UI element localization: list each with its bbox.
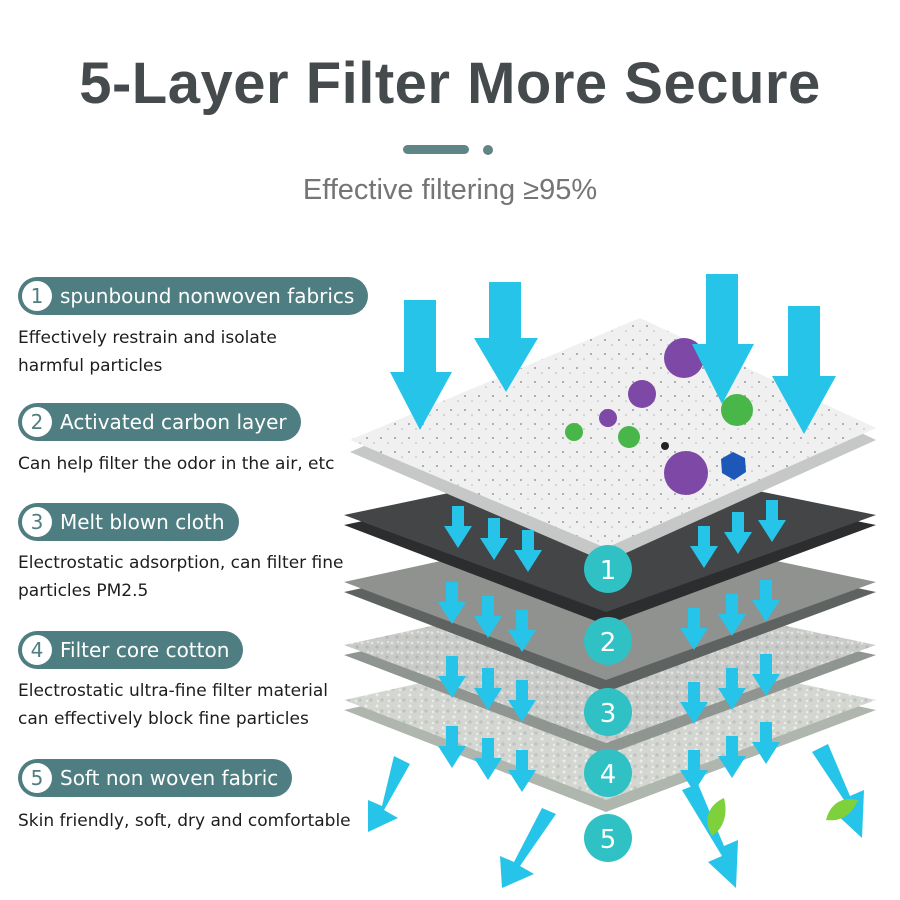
down-arrow-icon [474, 738, 502, 780]
particle-icon [618, 426, 640, 448]
down-arrow-icon [690, 526, 718, 568]
down-arrow-icon [682, 784, 738, 888]
layer-label-3: 3 Melt blown cloth [18, 503, 239, 541]
down-arrow-icon [438, 726, 466, 768]
particle-icon [664, 451, 708, 495]
down-arrow-icon [444, 506, 472, 548]
particle-icon [599, 409, 617, 427]
layer-number-badge: 2 [22, 407, 52, 437]
down-arrow-icon [480, 518, 508, 560]
down-arrow-icon [474, 668, 502, 710]
particle-icon [661, 442, 669, 450]
layer-description-4: Electrostatic ultra-fine filter material… [18, 677, 328, 733]
layer-label-1: 1 spunbound nonwoven fabrics [18, 277, 369, 315]
down-arrow-icon [812, 744, 864, 838]
inflow-arrows [390, 274, 836, 434]
down-arrow-icon [368, 756, 410, 832]
down-arrow-icon [514, 530, 542, 572]
down-arrow-icon [500, 808, 556, 888]
description-line: Skin friendly, soft, dry and comfortable [18, 811, 351, 831]
layer-badge-4: 4 [584, 749, 632, 797]
layer-number-badge: 3 [22, 507, 52, 537]
layer-badge-5: 5 [584, 814, 632, 862]
layer-label-4: 4 Filter core cotton [18, 631, 244, 669]
page-subtitle: Effective filtering ≥95% [302, 174, 598, 206]
down-arrow-icon [438, 582, 466, 624]
layer-name: spunbound nonwoven fabrics [60, 284, 355, 308]
layer-description-5: Skin friendly, soft, dry and comfortable [18, 807, 351, 835]
down-arrow-icon [680, 682, 708, 724]
particle-icon [628, 380, 656, 408]
down-arrow-icon [752, 722, 780, 764]
badge-number: 5 [600, 825, 617, 855]
badge-number: 1 [600, 556, 617, 586]
inner-arrows [438, 500, 786, 792]
down-arrow-icon [724, 512, 752, 554]
description-line: Can help filter the odor in the air, etc [18, 454, 335, 474]
description-line: Electrostatic adsorption, can filter fin… [18, 553, 344, 573]
down-arrow-icon [474, 596, 502, 638]
layer-badge-1: 1 [584, 545, 632, 593]
layer-label-5: 5 Soft non woven fabric [18, 759, 293, 797]
down-arrow-icon [508, 680, 536, 722]
down-arrow-icon [718, 594, 746, 636]
badge-number: 4 [600, 760, 617, 790]
layer-badge-2: 2 [584, 617, 632, 665]
layer-number-badge: 1 [22, 281, 52, 311]
layer-name: Activated carbon layer [60, 410, 287, 434]
down-arrow-icon [718, 668, 746, 710]
description-line: Electrostatic ultra-fine filter material [18, 681, 328, 701]
down-arrow-icon [752, 580, 780, 622]
down-arrow-icon [508, 610, 536, 652]
layer-label-2: 2 Activated carbon layer [18, 403, 301, 441]
filter-layer-1 [350, 318, 876, 562]
down-arrow-icon [718, 736, 746, 778]
description-line: can effectively block fine particles [18, 709, 309, 729]
down-arrow-icon [692, 274, 754, 404]
down-arrow-icon [758, 500, 786, 542]
particle-icon [721, 452, 746, 480]
leaf-icon [707, 798, 726, 836]
leaf-icon [826, 798, 858, 821]
down-arrow-icon [680, 608, 708, 650]
down-arrow-icon [474, 282, 538, 392]
layer-name: Filter core cotton [60, 638, 230, 662]
title-divider-bar [403, 145, 469, 154]
layer-description-2: Can help filter the odor in the air, etc [18, 450, 334, 478]
badge-number: 2 [600, 628, 617, 658]
layer-name: Melt blown cloth [60, 510, 225, 534]
layer-number-badge: 5 [22, 763, 52, 793]
down-arrow-icon [438, 656, 466, 698]
badge-number: 3 [600, 699, 617, 729]
description-line: harmful particles [18, 356, 163, 376]
down-arrow-icon [680, 750, 708, 792]
layer-description-1: Effectively restrain and isolate harmful… [18, 324, 277, 380]
description-line: particles PM2.5 [18, 581, 149, 601]
title-divider-dot [483, 145, 493, 155]
page-title: 5-Layer Filter More Secure [79, 51, 821, 116]
outflow-arrows [368, 744, 864, 888]
layer-name: Soft non woven fabric [60, 766, 279, 790]
description-line: Effectively restrain and isolate [18, 328, 277, 348]
down-arrow-icon [390, 300, 452, 430]
layer-badge-3: 3 [584, 688, 632, 736]
particle-icon [721, 394, 753, 426]
layer-description-3: Electrostatic adsorption, can filter fin… [18, 549, 343, 605]
leaf-decorations [707, 798, 858, 836]
down-arrow-icon [752, 654, 780, 696]
down-arrow-icon [772, 306, 836, 434]
layer-badges: 1 2 3 4 5 [584, 545, 632, 862]
particle-icon [565, 423, 583, 441]
down-arrow-icon [508, 750, 536, 792]
layer-number-badge: 4 [22, 635, 52, 665]
